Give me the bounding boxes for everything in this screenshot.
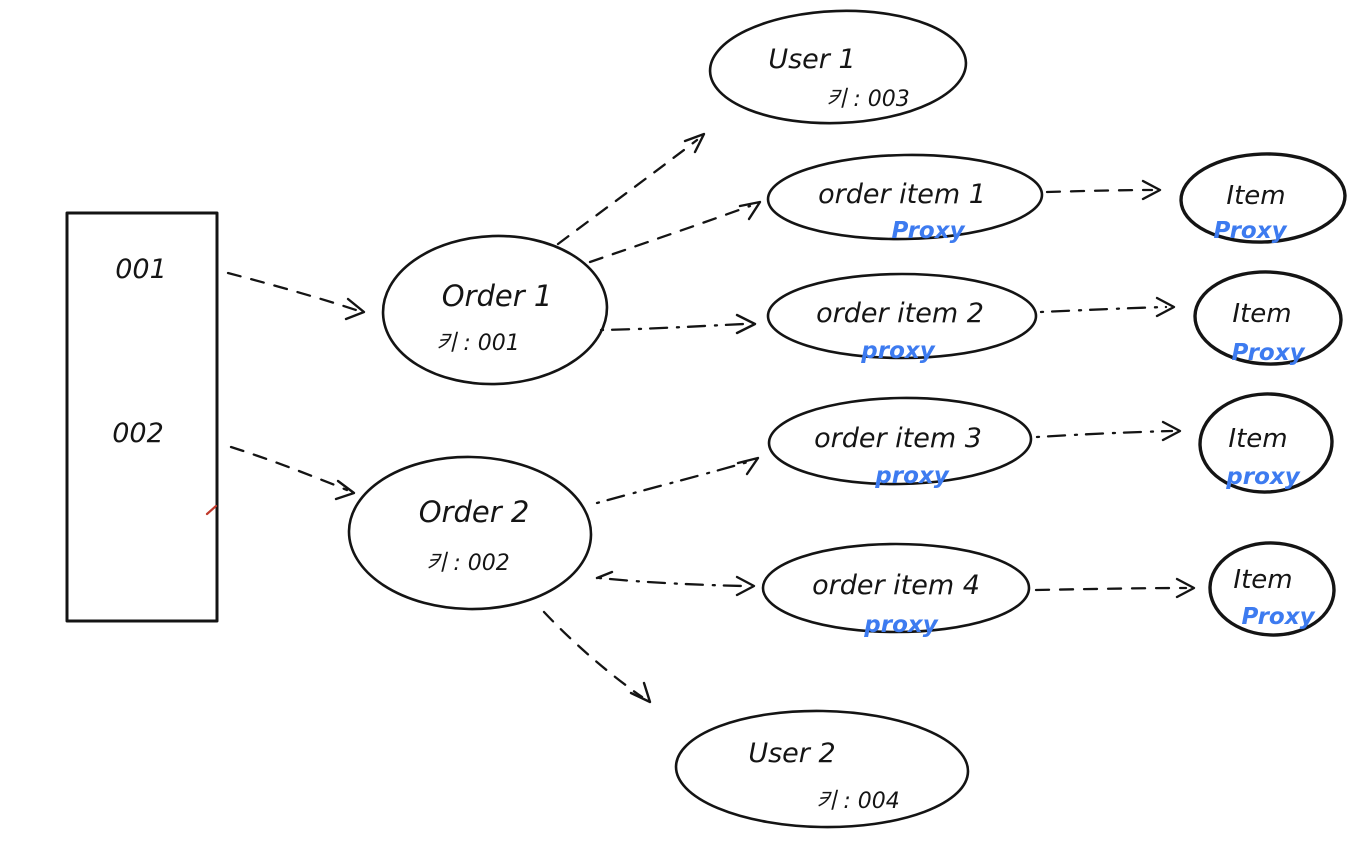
backbarb-order2-orderitem4 xyxy=(595,570,614,580)
item-3-ellipse xyxy=(1198,392,1334,494)
order-1-label: Order 1 xyxy=(442,279,553,313)
edge-order1-orderitem2 xyxy=(599,322,746,332)
arrowhead-orderitem3-item3 xyxy=(1161,420,1182,442)
list-box: 001 002 xyxy=(65,211,219,623)
order-2-label: Order 2 xyxy=(419,495,530,529)
list-box-rect xyxy=(65,211,219,623)
node-user-2: User 2 키 : 004 xyxy=(674,709,970,829)
order-item-4-label: order item 4 xyxy=(812,570,980,601)
user-1-ellipse xyxy=(708,9,968,125)
order-item-1-label: order item 1 xyxy=(818,179,986,210)
node-user-1: User 1 키 : 003 xyxy=(708,9,968,125)
item-2-label: Item xyxy=(1232,299,1291,329)
node-order-1: Order 1 키 : 001 xyxy=(381,234,609,386)
list-value-2: 002 xyxy=(112,418,164,449)
user-2-ellipse xyxy=(674,709,970,829)
order-item-2-ellipse xyxy=(766,272,1038,360)
red-tick-mark xyxy=(205,504,218,516)
order-item-4-ellipse xyxy=(761,542,1031,634)
node-item-2: Item Proxy xyxy=(1193,270,1343,366)
item-3-label: Item xyxy=(1228,424,1287,454)
node-item-1: Item Proxy xyxy=(1179,152,1347,244)
node-item-4: Item Proxy xyxy=(1208,541,1336,637)
arrowhead-002-order2 xyxy=(334,479,356,501)
item-4-proxy: Proxy xyxy=(1241,604,1315,630)
arrowhead-orderitem1-item1 xyxy=(1141,179,1162,201)
arrowhead-order1-user1 xyxy=(683,132,706,154)
item-3-proxy: proxy xyxy=(1225,464,1300,490)
item-4-label: Item xyxy=(1233,565,1292,595)
node-order-item-4: order item 4 proxy xyxy=(761,542,1031,638)
item-2-ellipse xyxy=(1193,270,1343,366)
arrowhead-order1-orderitem1 xyxy=(738,200,762,221)
node-order-item-3: order item 3 proxy xyxy=(767,396,1033,489)
item-4-ellipse xyxy=(1208,541,1336,637)
order-item-3-ellipse xyxy=(767,396,1033,486)
arrowhead-orderitem4-item4 xyxy=(1175,577,1196,599)
item-2-proxy: Proxy xyxy=(1231,340,1305,366)
order-2-key: 키 : 002 xyxy=(426,551,510,576)
item-1-ellipse xyxy=(1179,152,1347,244)
order-item-3-label: order item 3 xyxy=(814,423,982,454)
edge-orderitem4-item4 xyxy=(1034,586,1188,592)
edge-orderitem1-item1 xyxy=(1045,188,1154,194)
order-1-key: 키 : 001 xyxy=(436,331,520,356)
user-2-key: 키 : 004 xyxy=(816,789,900,814)
order-item-2-proxy: proxy xyxy=(860,338,935,364)
edge-order2-user2 xyxy=(542,610,644,699)
edge-001-order1 xyxy=(226,271,358,312)
order-2-ellipse xyxy=(347,455,593,611)
edge-order2-orderitem4 xyxy=(597,576,746,588)
arrowhead-order2-orderitem4 xyxy=(735,575,756,597)
arrowhead-001-order1 xyxy=(344,297,366,321)
list-value-1: 001 xyxy=(115,254,167,285)
node-order-item-2: order item 2 proxy xyxy=(766,272,1038,364)
arrowhead-order2-orderitem3 xyxy=(736,456,760,476)
arrowhead-order1-orderitem2 xyxy=(735,313,757,335)
order-item-4-proxy: proxy xyxy=(863,612,938,638)
edge-orderitem2-item2 xyxy=(1039,305,1168,314)
node-order-item-1: order item 1 Proxy xyxy=(766,153,1044,244)
node-order-2: Order 2 키 : 002 xyxy=(347,455,593,611)
item-1-label: Item xyxy=(1226,181,1285,211)
arrowhead-orderitem2-item2 xyxy=(1155,296,1176,318)
order-item-2-label: order item 2 xyxy=(816,298,984,329)
user-2-label: User 2 xyxy=(748,738,835,769)
node-item-3: Item proxy xyxy=(1198,392,1334,494)
edges xyxy=(226,132,1196,704)
edge-order1-user1 xyxy=(556,138,699,246)
user-1-label: User 1 xyxy=(768,44,855,75)
arrowhead-order2-user2 xyxy=(629,681,652,704)
edge-order2-orderitem3 xyxy=(595,460,750,505)
order-item-1-ellipse xyxy=(766,153,1044,241)
user-1-key: 키 : 003 xyxy=(826,87,910,112)
order-item-3-proxy: proxy xyxy=(874,463,949,489)
order-item-1-proxy: Proxy xyxy=(891,218,965,244)
item-1-proxy: Proxy xyxy=(1213,218,1287,244)
edge-order1-orderitem1 xyxy=(588,204,752,264)
edge-orderitem3-item3 xyxy=(1035,429,1174,439)
order-1-ellipse xyxy=(381,234,609,386)
edge-002-order2 xyxy=(229,445,349,492)
